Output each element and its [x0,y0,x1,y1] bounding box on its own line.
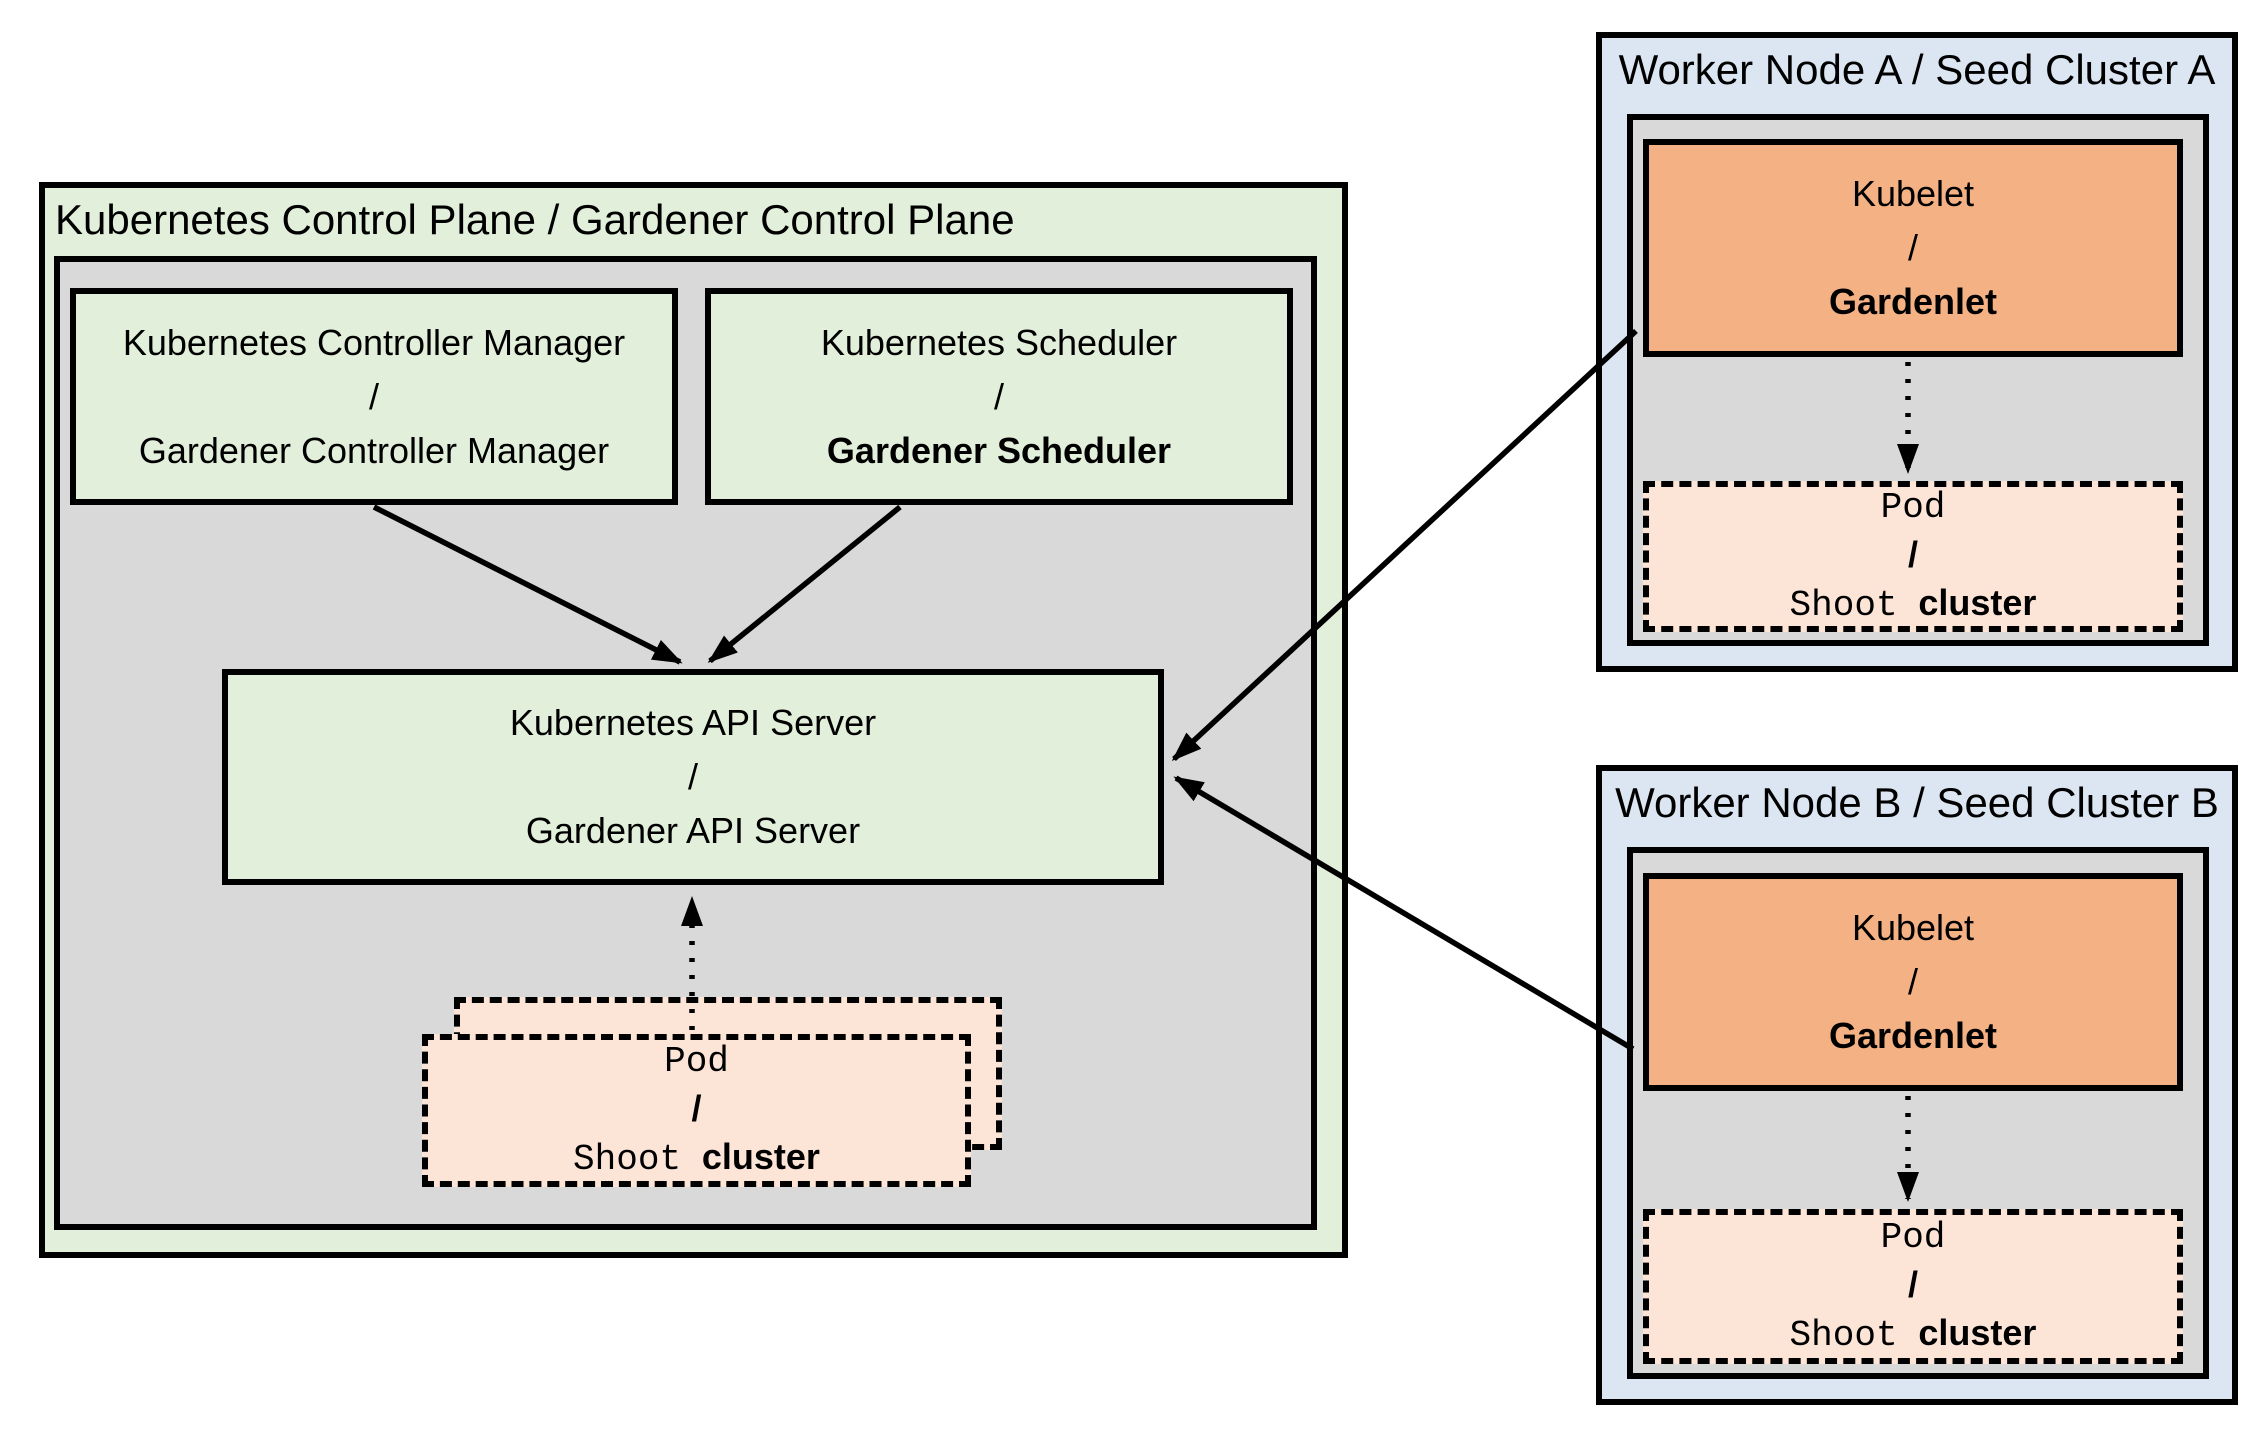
scheduler-line1: Kubernetes Scheduler [820,321,1178,363]
scheduler-separator: / [993,375,1004,417]
kubelet-b-line1: Kubelet [1851,907,1975,948]
shoot-pod-b-line2: Shoot cluster [1790,1309,2037,1360]
shoot-pod-line2-code: Shoot [573,1138,682,1180]
kubelet-a-box: Kubelet / Gardenlet [1643,139,2183,357]
kubelet-b-separator: / [1907,961,1918,1002]
api-server-box: Kubernetes API Server / Gardener API Ser… [222,669,1164,885]
shoot-pod-b-line2-code: Shoot [1789,1314,1898,1356]
shoot-pod-b-separator: / [1907,1264,1918,1306]
api-server-line2: Gardener API Server [525,810,861,851]
api-server-line1: Kubernetes API Server [509,702,877,743]
shoot-pod-line1: Pod [664,1040,729,1082]
api-server-separator: / [687,756,698,797]
controller-manager-line2: Gardener Controller Manager [138,429,610,471]
worker-node-b-title: Worker Node B / Seed Cluster B [1615,779,2219,826]
kubelet-a-line2: Gardenlet [1828,281,1998,322]
shoot-pod-separator: / [691,1088,702,1130]
shoot-pod-b-line1: Pod [1880,1216,1946,1258]
worker-node-a-title: Worker Node A / Seed Cluster A [1618,46,2216,93]
kubelet-a-separator: / [1907,227,1918,268]
shoot-pod-line2-text: cluster [701,1135,820,1177]
kubelet-b-line2: Gardenlet [1828,1015,1998,1056]
shoot-pod-line2: Shoot cluster [573,1133,820,1184]
shoot-pod-b-box: Pod / Shoot cluster [1643,1209,2183,1364]
shoot-pod-a-separator: / [1907,534,1918,576]
scheduler-box: Kubernetes Scheduler / Gardener Schedule… [705,288,1293,505]
controller-manager-line1: Kubernetes Controller Manager [122,321,626,363]
shoot-pod-box: Pod / Shoot cluster [422,1034,971,1187]
controller-manager-separator: / [368,375,379,417]
shoot-pod-a-line2-code: Shoot [1789,584,1898,626]
shoot-pod-a-line1: Pod [1880,486,1946,528]
scheduler-line2: Gardener Scheduler [826,429,1172,471]
shoot-pod-a-box: Pod / Shoot cluster [1643,481,2183,632]
shoot-pod-a-line2-text: cluster [1918,581,2037,623]
kubelet-b-box: Kubelet / Gardenlet [1643,873,2183,1091]
control-plane-title: Kubernetes Control Plane / Gardener Cont… [55,196,1015,243]
kubelet-a-line1: Kubelet [1851,173,1975,214]
shoot-pod-b-line2-text: cluster [1918,1311,2037,1353]
shoot-pod-a-line2: Shoot cluster [1790,579,2037,630]
controller-manager-box: Kubernetes Controller Manager / Gardener… [70,288,678,505]
